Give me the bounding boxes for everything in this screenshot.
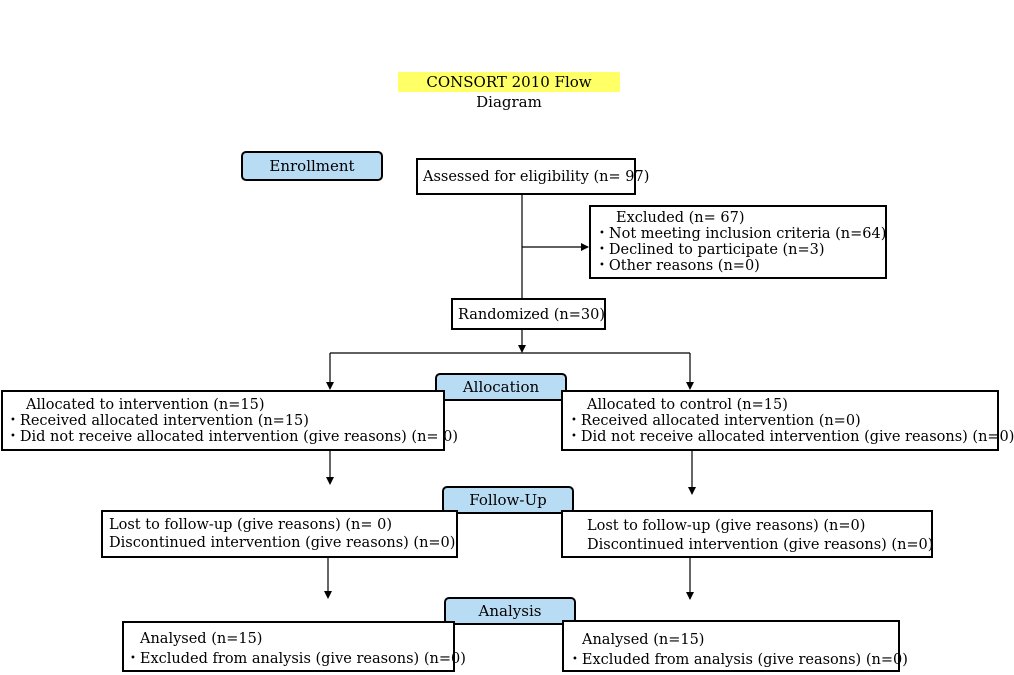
- control-allocation-box: Allocated to control (n=15) Received all…: [561, 390, 1014, 451]
- intervention-followup-box: Lost to follow-up (give reasons) (n= 0) …: [101, 510, 458, 558]
- control-discontinued-text: Discontinued intervention (give reasons)…: [587, 537, 934, 553]
- intervention-analysed-text: Analysed (n=15): [140, 631, 263, 647]
- stage-enrollment: Enrollment: [241, 151, 383, 181]
- control-allocated-text: Allocated to control (n=15): [587, 397, 788, 413]
- intervention-received-text: Received allocated intervention (n=15): [10, 413, 443, 429]
- stage-allocation: Allocation: [435, 373, 567, 401]
- intervention-allocation-box: Allocated to intervention (n=15) Receive…: [1, 390, 458, 451]
- randomized-text: Randomized (n=30): [458, 307, 605, 323]
- intervention-excluded-analysis-text: Excluded from analysis (give reasons) (n…: [130, 649, 466, 669]
- excluded-heading: Excluded (n= 67): [616, 210, 745, 226]
- control-followup-box: Lost to follow-up (give reasons) (n=0) D…: [561, 510, 933, 558]
- randomized-box: Randomized (n=30): [451, 298, 606, 330]
- assessed-box: Assessed for eligibility (n= 97): [416, 158, 649, 195]
- excluded-box: Excluded (n= 67) Not meeting inclusion c…: [589, 205, 887, 279]
- stage-follow-up: Follow-Up: [442, 486, 574, 514]
- diagram-title: CONSORT 2010 Flow Diagram: [398, 72, 620, 111]
- control-analysed-text: Analysed (n=15): [582, 632, 705, 648]
- intervention-not-received-text: Did not receive allocated intervention (…: [10, 429, 458, 445]
- control-analysis-box: Analysed (n=15) Excluded from analysis (…: [562, 620, 908, 672]
- control-excluded-analysis-text: Excluded from analysis (give reasons) (n…: [572, 650, 908, 670]
- control-not-received-text: Did not receive allocated intervention (…: [571, 429, 1014, 445]
- intervention-lost-text: Lost to follow-up (give reasons) (n= 0): [109, 517, 393, 533]
- excluded-reason: Not meeting inclusion criteria (n=64): [599, 226, 886, 242]
- assessed-text: Assessed for eligibility (n= 97): [423, 169, 650, 185]
- intervention-allocated-text: Allocated to intervention (n=15): [26, 397, 265, 413]
- intervention-analysis-box: Analysed (n=15) Excluded from analysis (…: [122, 621, 466, 672]
- control-lost-text: Lost to follow-up (give reasons) (n=0): [587, 518, 866, 534]
- excluded-reason: Other reasons (n=0): [599, 258, 885, 274]
- control-received-text: Received allocated intervention (n=0): [571, 413, 997, 429]
- stage-analysis: Analysis: [444, 597, 576, 625]
- intervention-discontinued-text: Discontinued intervention (give reasons)…: [109, 535, 456, 551]
- excluded-reason: Declined to participate (n=3): [599, 242, 885, 258]
